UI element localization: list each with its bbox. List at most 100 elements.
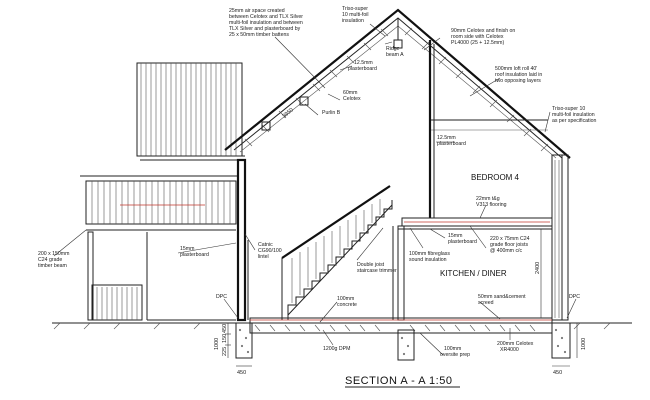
note-concrete-2: concrete xyxy=(337,302,357,308)
left-wall xyxy=(236,158,249,322)
note-air-space-5: 25 x 50mm timber battens xyxy=(229,32,289,38)
note-plasterboard-left-2: plasterboard xyxy=(180,252,209,258)
note-concrete-1: 100mm xyxy=(337,296,354,302)
note-joists-3: @ 400mm c/c xyxy=(490,248,522,254)
note-triso-top-2: 10 multi-foil xyxy=(342,12,369,18)
annotation-triso-right: Triso-super 10 multi-foil insulation as … xyxy=(552,106,597,124)
note-plasterboard-a-2: plasterboard xyxy=(348,66,377,72)
note-catnic-3: lintel xyxy=(258,254,269,260)
annotation-screed: 50mm sand&cement screed xyxy=(478,294,526,306)
note-loft-roll-2: roof insulation laid in xyxy=(495,72,542,78)
note-celotex-60-2: Celotex xyxy=(343,96,361,102)
note-double-joist-2: staircase trimmer xyxy=(357,268,397,274)
annotation-concrete: 100mm concrete xyxy=(337,296,357,308)
annotation-timber-beam: 200 x 150mm C24 grade timber beam xyxy=(38,251,69,269)
note-plasterboard-left-1: 15mm xyxy=(180,246,194,252)
staircase xyxy=(281,185,393,320)
annotation-fibreglass: 100mm fibreglass sound insulation xyxy=(409,251,450,263)
annotation-plasterboard-15: 15mm plasterboard xyxy=(448,233,477,245)
note-flooring-1: 22mm t&g xyxy=(476,196,500,202)
note-timber-beam-3: timber beam xyxy=(38,263,67,269)
annotation-triso-top: Triso-super 10 multi-foil insulation xyxy=(342,6,369,24)
note-catnic-1: Catnic xyxy=(258,242,273,248)
ground-hatch xyxy=(53,322,611,330)
dim-left-width: 450 xyxy=(237,370,246,376)
drawing-title: SECTION A - A 1:50 xyxy=(345,375,452,387)
note-celotex-90-2: room side with Celotex xyxy=(451,34,504,40)
existing-building xyxy=(80,62,245,321)
note-purlin: Purlin B xyxy=(322,110,341,116)
right-wall xyxy=(551,154,569,321)
note-ridge-1: Ridge xyxy=(386,46,400,52)
note-celotex-200-2: XR4000 xyxy=(500,347,519,353)
note-flooring-2: V313 flooring xyxy=(476,202,507,208)
note-plasterboard-b-1: 12.5mm xyxy=(437,135,456,141)
note-joists-2: grade floor joists xyxy=(490,242,528,248)
note-fibreglass-2: sound insulation xyxy=(409,257,447,263)
dim-fdn-b: 150 xyxy=(222,334,228,343)
dim-fdn-a: 450 xyxy=(222,324,228,333)
dim-kitchen-height: 2400 xyxy=(535,262,541,274)
annotation-plasterboard-a: 12.5mm plasterboard xyxy=(348,60,377,72)
note-plasterboard-b-2: plasterboard xyxy=(437,141,466,147)
dim-roof-slope: 3950 xyxy=(281,107,294,119)
annotation-celotex-200: 200mm Celotex XR4000 xyxy=(497,341,534,353)
note-triso-right-1: Triso-super 10 xyxy=(552,106,585,112)
note-triso-top-3: insulation xyxy=(342,18,364,24)
note-triso-top-1: Triso-super xyxy=(342,6,368,12)
note-celotex-200-1: 200mm Celotex xyxy=(497,341,534,347)
note-double-joist-1: Double joist xyxy=(357,262,385,268)
leader-lines xyxy=(53,23,577,356)
note-oversite-1: 100mm xyxy=(444,346,461,352)
note-ridge-2: beam A xyxy=(386,52,404,58)
dim-fdn-c: 225 xyxy=(222,347,228,356)
dimension-lines xyxy=(225,229,578,367)
room-label-bedroom: BEDROOM 4 xyxy=(471,173,520,182)
annotation-joists: 220 x 75mm C24 grade floor joists @ 400m… xyxy=(490,236,530,254)
note-plasterboard-15-2: plasterboard xyxy=(448,239,477,245)
note-celotex-60-1: 60mm xyxy=(343,90,357,96)
note-screed-1: 50mm sand&cement xyxy=(478,294,526,300)
note-celotex-90-3: PL4000 (25 + 12.5mm) xyxy=(451,40,504,46)
note-air-space-2: between Celotex and TLX Silver xyxy=(229,14,303,20)
note-fibreglass-1: 100mm fibreglass xyxy=(409,251,450,257)
note-dpc-right: DPC xyxy=(569,294,580,300)
room-label-kitchen: KITCHEN / DINER xyxy=(440,269,507,278)
annotation-plasterboard-b: 12.5mm plasterboard xyxy=(437,135,466,147)
note-joists-1: 220 x 75mm C24 xyxy=(490,236,530,242)
note-celotex-90-1: 90mm Celotex and finish on xyxy=(451,28,515,34)
annotation-ridge: Ridge beam A xyxy=(386,46,404,58)
dim-fdn-depth-left: 1000 xyxy=(214,338,220,350)
note-plasterboard-a-1: 12.5mm xyxy=(354,60,373,66)
note-loft-roll-1: 500mm loft roll 40' xyxy=(495,66,537,72)
note-air-space-4: TLX Silver and plasterboard by xyxy=(229,26,301,32)
note-screed-2: screed xyxy=(478,300,494,306)
annotation-oversite: 100mm oversite prep xyxy=(440,346,470,358)
ground-slab xyxy=(249,317,553,334)
annotation-double-joist: Double joist staircase trimmer xyxy=(357,262,397,274)
note-catnic-2: CG90/100 xyxy=(258,248,282,254)
main-roof xyxy=(224,8,571,218)
note-triso-right-2: multi-foil insulation xyxy=(552,112,595,118)
dim-fdn-depth-right: 1000 xyxy=(581,338,587,350)
annotation-celotex-60: 60mm Celotex xyxy=(343,90,361,102)
note-plasterboard-15-1: 15mm xyxy=(448,233,462,239)
note-timber-beam-1: 200 x 150mm xyxy=(38,251,69,257)
note-oversite-2: oversite prep xyxy=(440,352,470,358)
note-timber-beam-2: C24 grade xyxy=(38,257,62,263)
annotation-plasterboard-left: 15mm plasterboard xyxy=(180,246,209,258)
first-floor xyxy=(398,217,553,230)
annotation-flooring: 22mm t&g V313 flooring xyxy=(476,196,507,208)
annotation-catnic: Catnic CG90/100 lintel xyxy=(258,242,282,260)
dim-right-width: 450 xyxy=(553,370,562,376)
annotation-air-space: 25mm air space created between Celotex a… xyxy=(229,8,303,38)
note-air-space-1: 25mm air space created xyxy=(229,8,285,14)
annotation-celotex-90: 90mm Celotex and finish on room side wit… xyxy=(451,28,515,46)
annotation-loft-roll: 500mm loft roll 40' roof insulation laid… xyxy=(495,66,542,84)
foundations xyxy=(235,322,571,361)
note-air-space-3: multi-foil insulation and between xyxy=(229,20,303,26)
note-dpc-left: DPC xyxy=(216,294,227,300)
note-loft-roll-3: two opposing layers xyxy=(495,78,541,84)
